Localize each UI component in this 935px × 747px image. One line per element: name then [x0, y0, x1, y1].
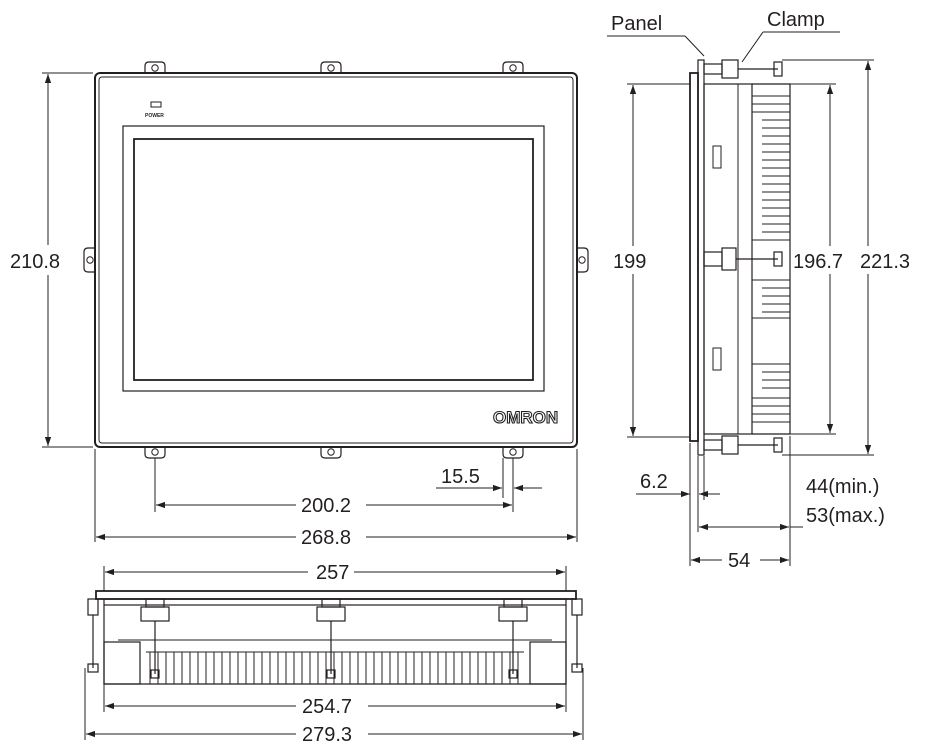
- front-bezel-inner: [98, 76, 574, 444]
- omron-logo: OMRON: [493, 408, 558, 427]
- mount-tab-bottom-center: [320, 446, 342, 459]
- mount-tab-top-center: [320, 61, 342, 74]
- bottom-clamp-side-left: [87, 598, 99, 673]
- dim-cutout-height: 199: [613, 251, 646, 273]
- dim-depth: 54: [728, 550, 750, 572]
- dim-bottom-body-width: 257: [316, 562, 349, 584]
- clamp-top: [703, 59, 783, 79]
- bottom-panel: [103, 598, 567, 606]
- display-area: [133, 138, 534, 381]
- dim-bottom-overall-width: 279.3: [302, 724, 352, 746]
- dim-panel-min: 44(min.): [806, 476, 879, 498]
- display-frame: [122, 125, 545, 392]
- power-indicator: [150, 101, 162, 108]
- dim-hole-offset: 15.5: [441, 466, 480, 488]
- power-label: POWER: [145, 113, 164, 119]
- bottom-clamp-center: [316, 598, 346, 679]
- heat-sink-fins: [751, 95, 791, 423]
- clamp-middle: [703, 247, 783, 271]
- dim-hole-pitch: 200.2: [301, 495, 351, 517]
- side-panel: [697, 59, 705, 456]
- dim-front-width: 268.8: [301, 527, 351, 549]
- side-view: Panel Clamp: [607, 9, 910, 572]
- mount-tab-right: [576, 247, 589, 273]
- bottom-clamp-right: [498, 598, 528, 679]
- dim-front-depth: 6.2: [640, 471, 668, 493]
- dim-bottom-inner-width: 254.7: [302, 696, 352, 718]
- clamp-bottom: [703, 435, 783, 455]
- bottom-view: 257: [84, 562, 584, 746]
- dim-body-height: 196.7: [793, 251, 843, 273]
- bottom-clamp-side-right: [571, 598, 583, 673]
- mount-tab-left: [83, 247, 96, 273]
- front-bezel-outer: [94, 72, 578, 448]
- front-view: POWER OMRON 210.8 15.5 200.2 268.8: [10, 61, 589, 549]
- clamp-label: Clamp: [767, 9, 825, 31]
- dim-panel-max: 53(max.): [806, 505, 885, 527]
- bottom-clamp-left: [140, 598, 170, 679]
- mount-tab-top-right: [502, 61, 524, 74]
- side-bezel: [689, 72, 699, 442]
- mount-tab-top-left: [144, 61, 166, 74]
- bottom-heat-sink-fins: [146, 651, 524, 684]
- dim-front-height: 210.8: [10, 251, 60, 273]
- bottom-front-bezel: [95, 590, 577, 600]
- dim-overall-height: 221.3: [860, 251, 910, 273]
- panel-label: Panel: [611, 13, 662, 35]
